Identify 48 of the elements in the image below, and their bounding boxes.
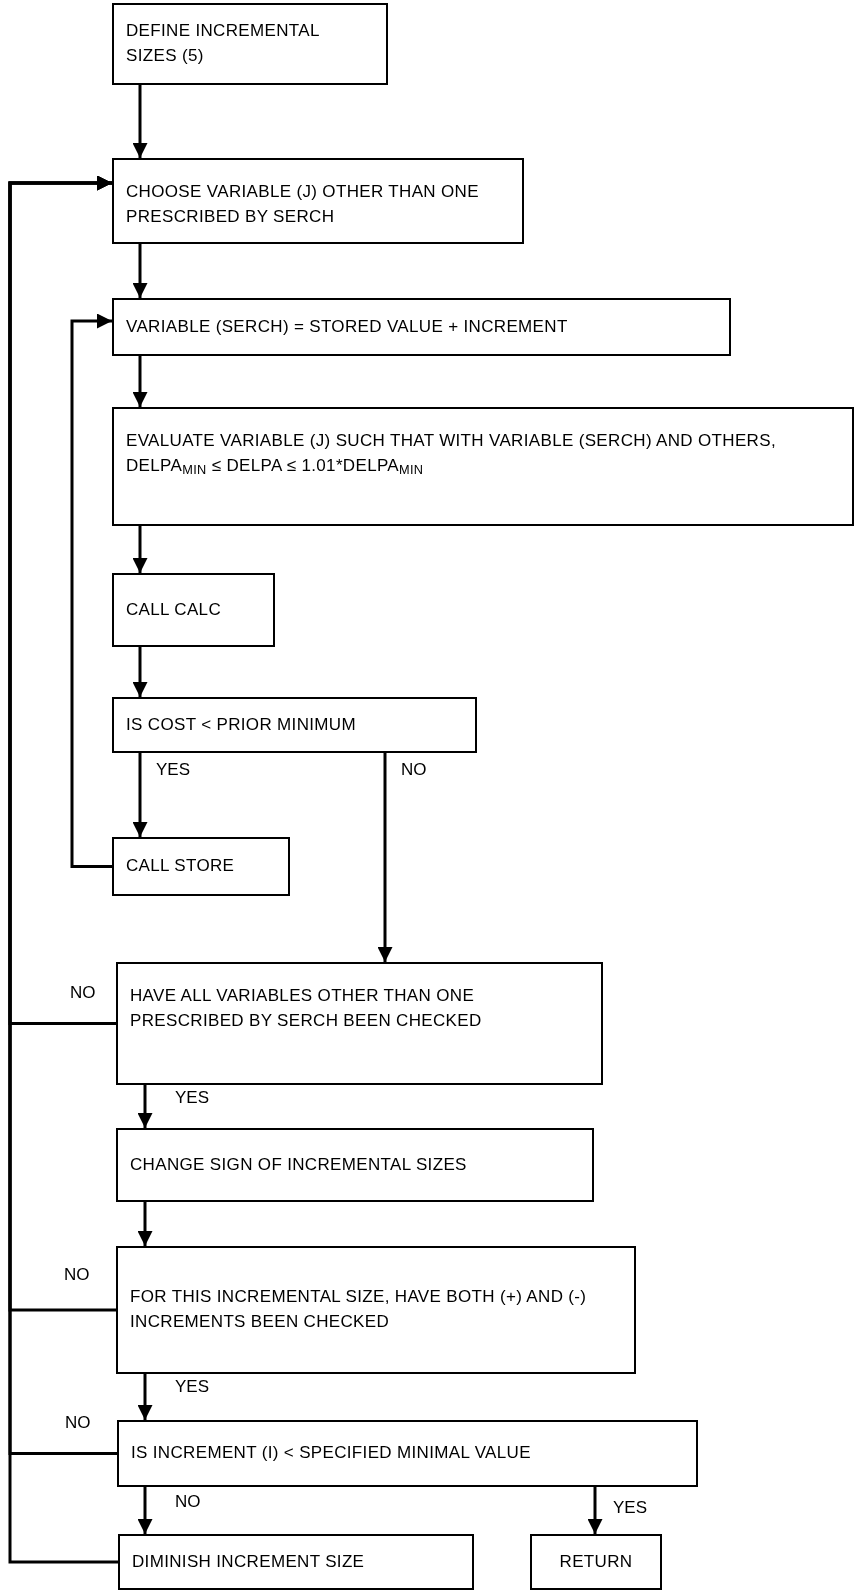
arrow	[137, 1085, 153, 1128]
process-box	[112, 697, 477, 753]
process-box	[118, 1534, 474, 1590]
arrow	[137, 1374, 153, 1420]
process-box	[116, 1128, 594, 1202]
process-box	[112, 3, 388, 85]
process-box	[530, 1534, 662, 1590]
arrow	[137, 1202, 153, 1246]
arrow	[132, 526, 148, 573]
edge-label: YES	[156, 761, 191, 778]
arrow	[70, 313, 112, 868]
process-box	[117, 1420, 698, 1487]
arrow	[132, 647, 148, 697]
box-text: FOR THIS INCREMENTAL SIZE, HAVE BOTH (+) AND (-) INCREMENTS BEEN CHECKED	[130, 1286, 588, 1333]
edge-label: YES	[175, 1378, 210, 1395]
arrow	[132, 85, 148, 158]
box-text: VARIABLE (SERCH) = STORED VALUE + INCREMENT	[126, 315, 568, 338]
box-text: CHOOSE VARIABLE (J) OTHER THAN ONE PRESCRIBED BY SERCH	[126, 181, 480, 228]
process-box	[112, 407, 854, 526]
edge-label: NO	[401, 761, 427, 778]
box-text: CALL CALC	[126, 598, 222, 621]
edge-label: NO	[64, 1266, 90, 1283]
process-box	[112, 837, 290, 896]
edge-label: YES	[613, 1499, 648, 1516]
box-text: HAVE ALL VARIABLES OTHER THAN ONE PRESCRIBED BY SERCH BEEN CHECKED	[130, 985, 483, 1032]
edge-label: NO	[70, 983, 96, 1001]
arrow	[137, 1487, 153, 1534]
box-text: IS INCREMENT (I) < SPECIFIED MINIMAL VALUE	[131, 1442, 531, 1465]
process-box	[112, 298, 731, 356]
process-box	[112, 158, 524, 244]
box-text: CHANGE SIGN OF INCREMENTAL SIZES	[130, 1153, 467, 1176]
arrow	[132, 753, 148, 837]
edge-label: NO	[65, 1413, 91, 1431]
process-box	[112, 573, 275, 647]
arrow	[377, 753, 393, 962]
arrow	[132, 356, 148, 407]
process-box	[116, 962, 603, 1085]
process-box	[116, 1246, 636, 1374]
box-text: DEFINE INCREMENTAL SIZES (5)	[126, 20, 321, 67]
box-text: CALL STORE	[126, 855, 235, 878]
box-text: DIMINISH INCREMENT SIZE	[132, 1550, 365, 1573]
box-text: IS COST < PRIOR MINIMUM	[126, 713, 356, 736]
edge-label: YES	[175, 1089, 210, 1106]
arrow	[587, 1487, 603, 1534]
box-text: EVALUATE VARIABLE (J) SUCH THAT WITH VARIABLE (SERCH) AND OTHERS, DELPA$_{MIN}$ ≤ DELPA ≤ 1.01*DELPA$_{MIN}$	[126, 430, 777, 479]
arrow	[132, 244, 148, 298]
box-text: RETURN	[559, 1550, 633, 1573]
edge-label: NO	[175, 1493, 201, 1510]
